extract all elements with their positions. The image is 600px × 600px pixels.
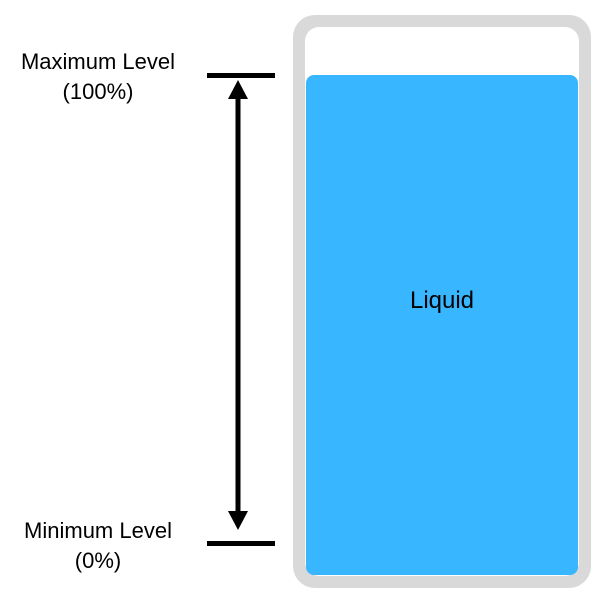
max-level-tick — [207, 73, 275, 78]
liquid-fill: Liquid — [306, 75, 578, 575]
min-level-label-text: Minimum Level — [24, 518, 172, 543]
arrow-up-head — [228, 80, 248, 99]
container-interior: Liquid — [305, 27, 579, 576]
liquid-label: Liquid — [409, 287, 475, 314]
max-level-label: Maximum Level (100%) — [0, 47, 196, 107]
max-level-percent: (100%) — [62, 79, 134, 104]
min-level-tick — [207, 541, 275, 546]
container: Liquid — [293, 15, 591, 588]
double-arrow-icon — [228, 80, 248, 530]
arrow-down-head — [228, 511, 248, 530]
min-level-percent: (0%) — [74, 548, 122, 573]
max-level-label-text: Maximum Level — [20, 49, 176, 74]
min-level-label: Minimum Level (0%) — [0, 516, 196, 576]
level-range-arrow — [224, 80, 252, 530]
